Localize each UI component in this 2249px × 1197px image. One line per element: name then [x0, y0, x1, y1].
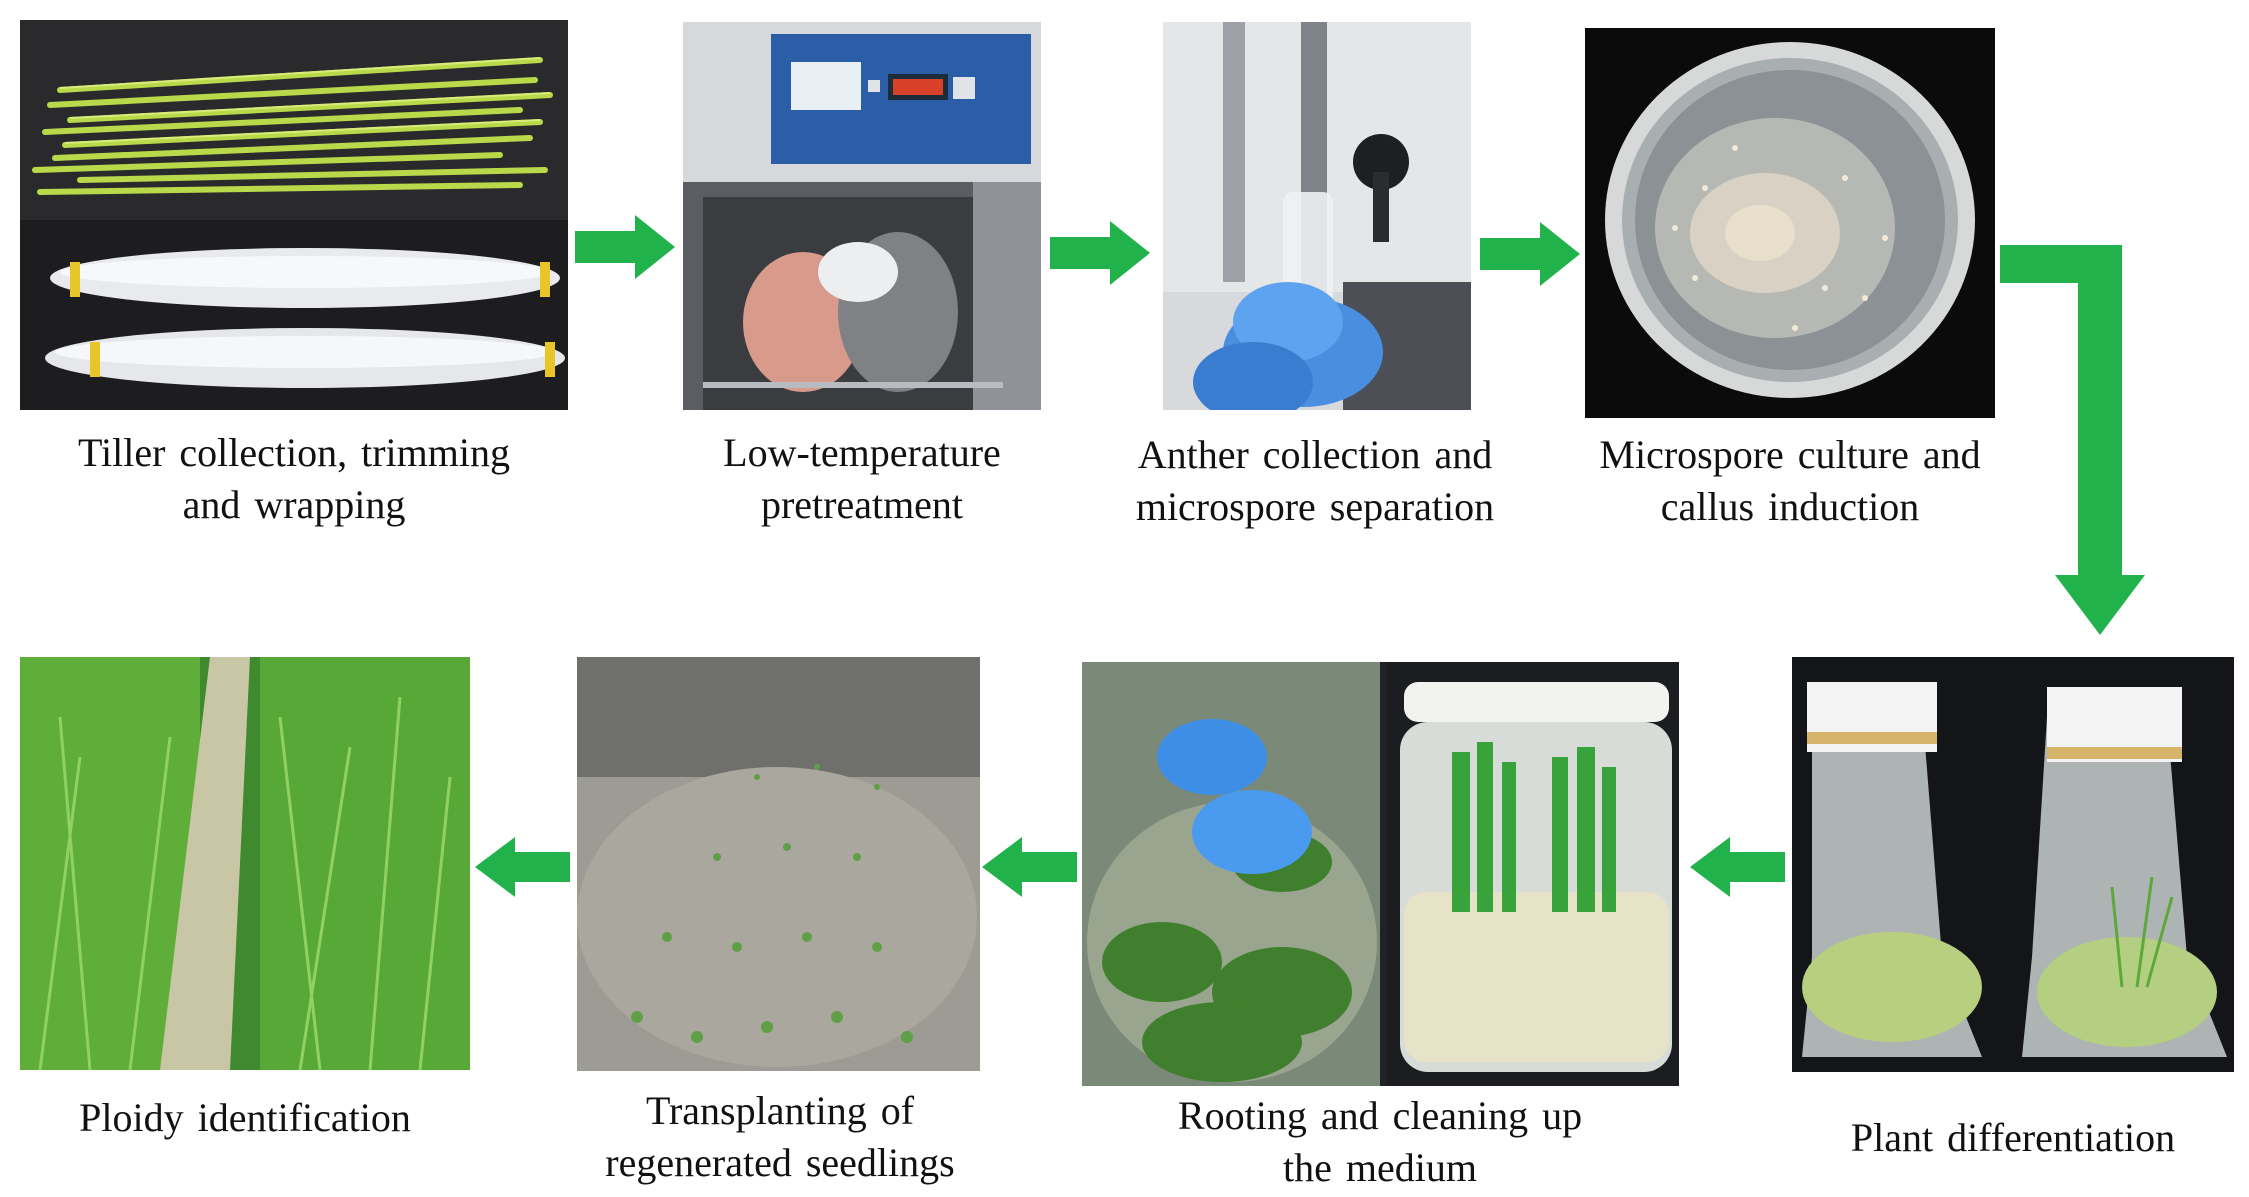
caption-step-6: Rooting and cleaning up the medium — [1140, 1090, 1620, 1194]
caption-step-5: Plant differentiation — [1792, 1112, 2234, 1164]
photo-low-temperature-incubator — [683, 22, 1041, 410]
caption-step-8-line1: Ploidy identification — [20, 1092, 470, 1144]
caption-step-3-line2: microspore separation — [1110, 481, 1520, 533]
caption-step-7-line1: Transplanting of — [560, 1085, 1000, 1137]
photo-plant-differentiation — [1792, 657, 2234, 1072]
caption-step-1-line2: and wrapping — [20, 479, 568, 531]
caption-step-3-line1: Anther collection and — [1110, 429, 1520, 481]
caption-step-4: Microspore culture and callus induction — [1575, 429, 2005, 533]
caption-step-2-line2: pretreatment — [670, 479, 1054, 531]
photo-tiller-collection — [20, 20, 568, 410]
arrow-step2-to-step3 — [1050, 221, 1150, 285]
caption-step-4-line2: callus induction — [1575, 481, 2005, 533]
arrow-step6-to-step7 — [982, 837, 1077, 897]
caption-step-8: Ploidy identification — [20, 1092, 470, 1144]
caption-step-1: Tiller collection, trimming and wrapping — [20, 427, 568, 531]
photo-rooting-cleaning — [1082, 662, 1679, 1086]
caption-step-2-line1: Low-temperature — [670, 427, 1054, 479]
arrow-step7-to-step8 — [475, 837, 570, 897]
photo-ploidy-field — [20, 657, 470, 1070]
photo-microspore-culture — [1585, 28, 1995, 418]
arrow-step5-to-step6 — [1690, 837, 1785, 897]
caption-step-3: Anther collection and microspore separat… — [1110, 429, 1520, 533]
arrow-step4-to-step5 — [2000, 245, 2150, 635]
caption-step-6-line2: the medium — [1140, 1142, 1620, 1194]
caption-step-7: Transplanting of regenerated seedlings — [560, 1085, 1000, 1189]
caption-step-1-line1: Tiller collection, trimming — [20, 427, 568, 479]
caption-step-7-line2: regenerated seedlings — [560, 1137, 1000, 1189]
arrow-step3-to-step4 — [1480, 222, 1580, 286]
caption-step-6-line1: Rooting and cleaning up — [1140, 1090, 1620, 1142]
caption-step-4-line1: Microspore culture and — [1575, 429, 2005, 481]
arrow-step1-to-step2 — [575, 215, 675, 279]
photo-transplanted-seedlings — [577, 657, 980, 1071]
caption-step-5-line1: Plant differentiation — [1792, 1112, 2234, 1164]
caption-step-2: Low-temperature pretreatment — [670, 427, 1054, 531]
photo-anther-collection — [1163, 22, 1471, 410]
